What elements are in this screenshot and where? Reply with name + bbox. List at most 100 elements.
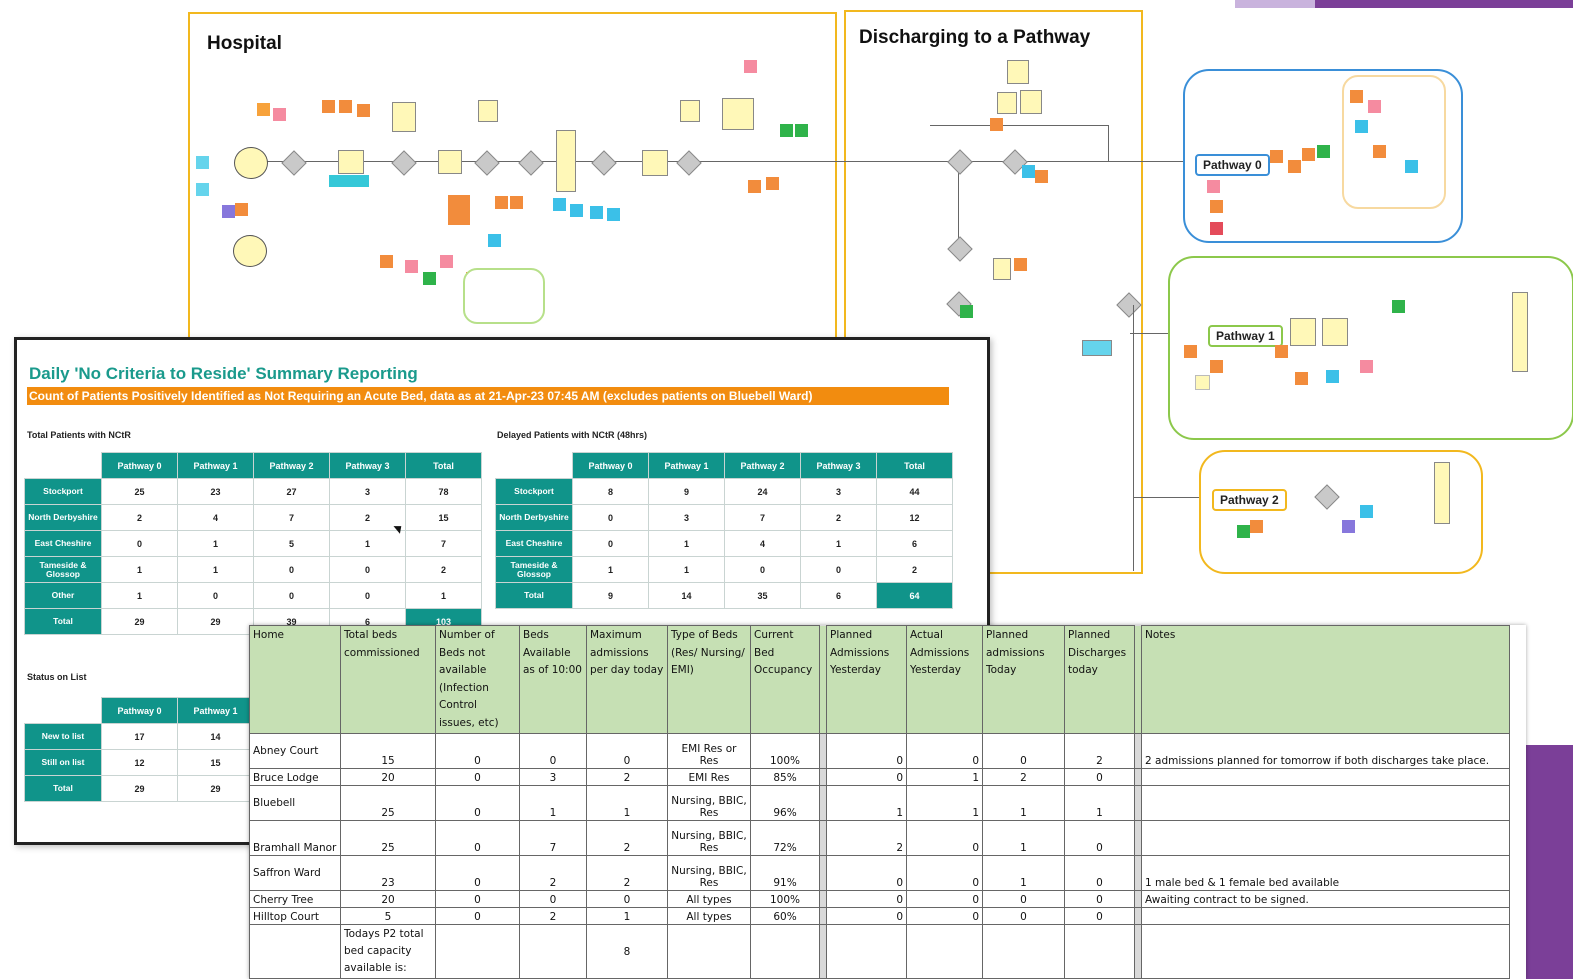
row-label: Stockport [495,478,573,505]
home-name: Bluebell [249,785,341,821]
table-cell: 0 [253,582,330,609]
row-label: Tameside & Glossop [495,556,573,583]
notes-cell: 1 male bed & 1 female bed available [1141,855,1510,891]
table-cell: 1 [982,820,1065,856]
table-cell: 2 [1064,733,1135,769]
table-cell: 17 [101,723,178,750]
table-cell: All types [667,890,751,908]
table-cell: 1 [101,582,178,609]
p2-homes-sheet[interactable]: Home Total beds commissioned Number of B… [249,625,1526,979]
table-cell: 0 [906,907,983,925]
table-row: Stockport 25 23 27 3 78 [24,478,482,505]
home-name: Hilltop Court [249,907,341,925]
table-row: Cherry Tree 20 0 0 0 All types 100% 0 0 … [249,890,1510,908]
table-cell: 0 [826,768,907,786]
table-row: East Cheshire 0 1 4 1 6 [495,530,953,557]
row-label: Still on list [24,749,102,776]
table-header: Total [876,452,953,479]
table-cell: 0 [586,890,668,908]
status-table-caption: Status on List [27,672,87,682]
hospital-frame-title: Hospital [207,33,282,54]
table-cell: 2 [519,907,587,925]
table-cell: 2 [586,768,668,786]
row-label: North Derbyshire [495,504,573,531]
slide-accent-top-dark [1315,0,1573,8]
table-header: Pathway 3 [329,452,406,479]
table-cell: 2 [876,556,953,583]
table-row: East Cheshire 0 1 5 1 7 [24,530,482,557]
table-cell: 0 [519,733,587,769]
table-cell: 1 [329,530,406,557]
pathway-1-frame[interactable] [1168,256,1573,440]
table-cell: 0 [572,504,649,531]
home-name: Bramhall Manor [249,820,341,856]
table-cell: 2 [586,855,668,891]
table-row: Tameside & Glossop 1 1 0 0 2 [495,556,953,583]
table-cell: 15 [177,749,254,776]
table-cell: 0 [435,768,520,786]
row-label: Total [24,608,102,635]
table-cell: 5 [253,530,330,557]
table-cell: 7 [519,820,587,856]
status-table: Pathway 0 Pathway 1 New to list 17 14 St… [24,697,254,802]
table-cell: 0 [800,556,877,583]
col-header-home: Home [249,625,341,734]
table-cell: 9 [648,478,725,505]
table-cell: 2 [329,504,406,531]
table-cell: 100% [750,733,820,769]
table-header: Total [405,452,482,479]
table-cell: 0 [826,733,907,769]
slide-accent-right [1525,745,1573,979]
notes-cell: 2 admissions planned for tomorrow if bot… [1141,733,1510,769]
table-cell: 1 [906,768,983,786]
delayed-table-caption: Delayed Patients with NCtR (48hrs) [497,430,648,440]
table-cell: 25 [101,478,178,505]
table-header: Pathway 3 [800,452,877,479]
col-header-not-available: Number of Beds not available (Infection … [435,625,520,734]
table-cell: 85% [750,768,820,786]
table-row: North Derbyshire 2 4 7 2 15 [24,504,482,531]
table-cell: 12 [876,504,953,531]
table-cell: 1 [101,556,178,583]
table-cell: 0 [724,556,801,583]
table-row: Other 1 0 0 0 1 [24,582,482,609]
table-cell: EMI Res or Res [667,733,751,769]
table-cell: 0 [435,733,520,769]
table-header: Pathway 0 [572,452,649,479]
table-header: Pathway 0 [101,452,178,479]
table-header: Pathway 1 [177,697,254,724]
col-header-planned-today: Planned admissions Today [982,625,1065,734]
table-cell: 91% [750,855,820,891]
table-cell: 1 [177,530,254,557]
row-label: Total [495,582,573,609]
home-name: Cherry Tree [249,890,341,908]
discharging-frame[interactable]: Discharging to a Pathway [844,10,1143,574]
table-cell: 1 [826,785,907,821]
table-cell: 0 [982,907,1065,925]
col-header-notes: Notes [1141,625,1510,734]
table-cell: 2 [405,556,482,583]
table-cell: 1 [572,556,649,583]
capacity-label: Todays P2 total bed capacity available i… [340,924,436,979]
table-cell: 1 [982,855,1065,891]
total-table-caption: Total Patients with NCtR [27,430,131,440]
notes-cell [1141,907,1510,925]
table-cell: 1 [982,785,1065,821]
delayed-nctr-table: Pathway 0 Pathway 1 Pathway 2 Pathway 3 … [495,452,953,609]
table-cell: 23 [340,855,436,891]
table-cell: 72% [750,820,820,856]
table-header: Pathway 1 [177,452,254,479]
table-cell: 60% [750,907,820,925]
pathway-1-label: Pathway 1 [1208,325,1283,347]
table-cell: 0 [572,530,649,557]
table-cell: 0 [906,890,983,908]
table-header: Pathway 0 [101,697,178,724]
table-cell: 29 [177,608,254,635]
table-row: Abney Court 15 0 0 0 EMI Res or Res 100%… [249,733,1510,769]
table-cell: 96% [750,785,820,821]
table-cell: 12 [101,749,178,776]
table-cell: 1 [648,530,725,557]
pathway-2-label: Pathway 2 [1212,489,1287,511]
table-cell: 0 [435,855,520,891]
table-cell: 0 [519,890,587,908]
